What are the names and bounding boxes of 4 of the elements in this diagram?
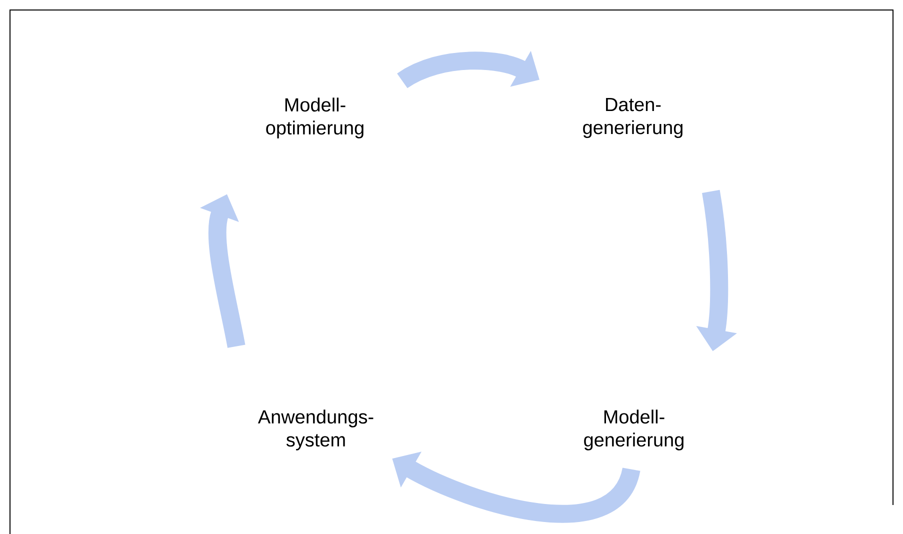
step-label: Anwendungs- system [258,410,374,450]
step-label: Modell- generierung [584,410,684,450]
step-label: Modell- optimierung [266,98,364,138]
step-label: Daten- generierung [583,98,682,138]
